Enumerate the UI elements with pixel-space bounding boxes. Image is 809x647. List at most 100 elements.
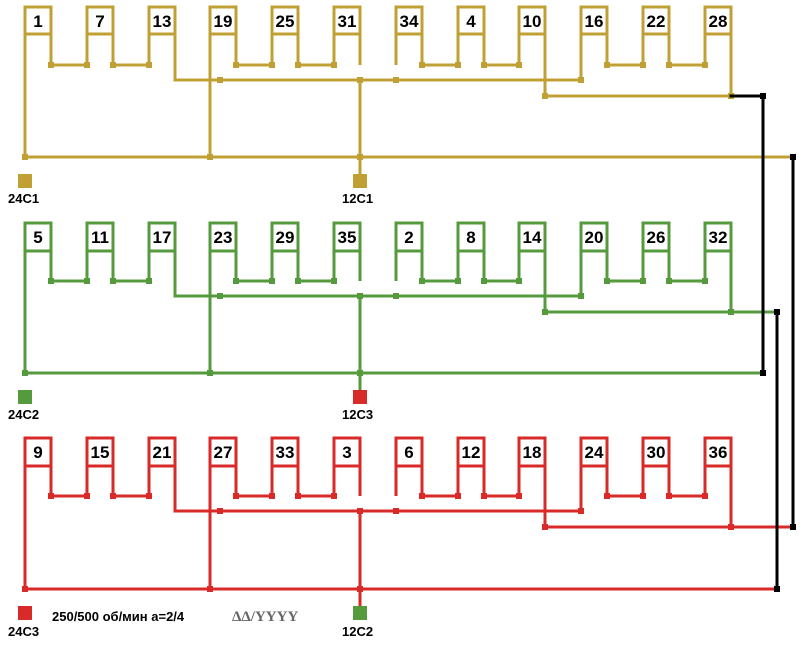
coil-label: 33	[276, 443, 295, 462]
terminal-label: 24C3	[8, 624, 39, 639]
junction-dot	[269, 62, 275, 68]
junction-dot	[702, 62, 708, 68]
coil-outline	[703, 5, 733, 65]
junction-dot	[84, 493, 90, 499]
junction-dot	[419, 493, 425, 499]
junction-dot	[110, 493, 116, 499]
terminal-marker	[18, 390, 32, 404]
coil-12: 12	[456, 436, 486, 496]
junction-dot	[207, 154, 213, 160]
junction-dot	[217, 293, 223, 299]
terminal-label: 24C1	[8, 191, 39, 206]
junction-dot	[357, 154, 363, 160]
coil-label: 7	[95, 12, 104, 31]
junction-dot	[110, 62, 116, 68]
junction-dot	[666, 278, 672, 284]
junction-dot	[295, 278, 301, 284]
junction-dot	[110, 278, 116, 284]
junction-dot	[604, 493, 610, 499]
coil-outline	[332, 5, 362, 65]
terminal-24c2: 24C2	[8, 390, 39, 422]
coil-outline	[456, 5, 486, 65]
coil-outline	[579, 5, 609, 65]
coil-22: 22	[641, 5, 671, 65]
coil-label: 8	[466, 228, 475, 247]
junction-dot	[357, 586, 363, 592]
coil-label: 36	[709, 443, 728, 462]
coil-28: 28	[703, 5, 733, 65]
coil-13: 13	[147, 5, 177, 65]
junction-dot	[774, 309, 780, 315]
terminal-marker	[353, 606, 367, 620]
coil-1: 1	[23, 5, 53, 65]
junction-dot	[331, 278, 337, 284]
coil-label: 28	[709, 12, 728, 31]
coil-label: 11	[91, 228, 109, 247]
coil-label: 18	[523, 443, 542, 462]
junction-dot	[760, 93, 766, 99]
coil-label: 27	[214, 443, 233, 462]
junction-dot	[666, 62, 672, 68]
junction-dot	[357, 370, 363, 376]
coil-8: 8	[456, 221, 486, 281]
junction-dot	[419, 278, 425, 284]
junction-dot	[640, 278, 646, 284]
coil-34: 34	[394, 5, 424, 65]
junction-dot	[48, 493, 54, 499]
terminal-marker	[353, 390, 367, 404]
coil-15: 15	[85, 436, 115, 496]
junction-dot	[217, 77, 223, 83]
coil-label: 15	[91, 443, 110, 462]
coil-17: 17	[147, 221, 177, 281]
coil-label: 21	[153, 443, 172, 462]
junction-dot	[455, 278, 461, 284]
junction-dot	[481, 493, 487, 499]
junction-dot	[331, 493, 337, 499]
coil-label: 31	[338, 12, 357, 31]
junction-dot	[146, 493, 152, 499]
terminal-12c1: 12C1	[342, 174, 373, 206]
junction-dot	[455, 493, 461, 499]
coil-label: 17	[153, 228, 172, 247]
coil-outline	[23, 5, 53, 65]
junction-dot	[22, 586, 28, 592]
caption-scheme: ΔΔ/YYYY	[232, 609, 298, 625]
coil-outline	[517, 5, 547, 65]
junction-dot	[393, 508, 399, 514]
coil-label: 2	[404, 228, 413, 247]
coil-label: 16	[585, 12, 604, 31]
coil-outline	[641, 5, 671, 65]
junction-dot	[604, 62, 610, 68]
junction-dot	[217, 508, 223, 514]
terminal-12c2: 12C2	[342, 606, 373, 639]
junction-dot	[295, 493, 301, 499]
coil-27: 27	[208, 436, 238, 496]
coil-36: 36	[703, 436, 733, 496]
junction-dot	[542, 524, 548, 530]
terminal-marker	[353, 174, 367, 188]
coil-label: 25	[276, 12, 295, 31]
junction-dot	[481, 278, 487, 284]
coil-9: 9	[23, 436, 53, 496]
coil-label: 30	[647, 443, 666, 462]
coil-4: 4	[456, 5, 486, 65]
junction-dot	[516, 62, 522, 68]
coil-label: 12	[462, 443, 481, 462]
junction-dot	[48, 278, 54, 284]
junction-dot	[790, 154, 796, 160]
junction-dot	[233, 278, 239, 284]
terminal-24c3: 24C3	[8, 606, 39, 639]
coil-label: 14	[523, 228, 542, 247]
terminal-label: 24C2	[8, 407, 39, 422]
coil-24: 24	[579, 436, 609, 496]
coil-3: 3	[332, 436, 362, 496]
junction-dot	[233, 62, 239, 68]
terminal-label: 12C1	[342, 191, 373, 206]
coil-30: 30	[641, 436, 671, 496]
junction-dot	[640, 493, 646, 499]
coil-19: 19	[208, 5, 238, 65]
coil-14: 14	[517, 221, 547, 281]
